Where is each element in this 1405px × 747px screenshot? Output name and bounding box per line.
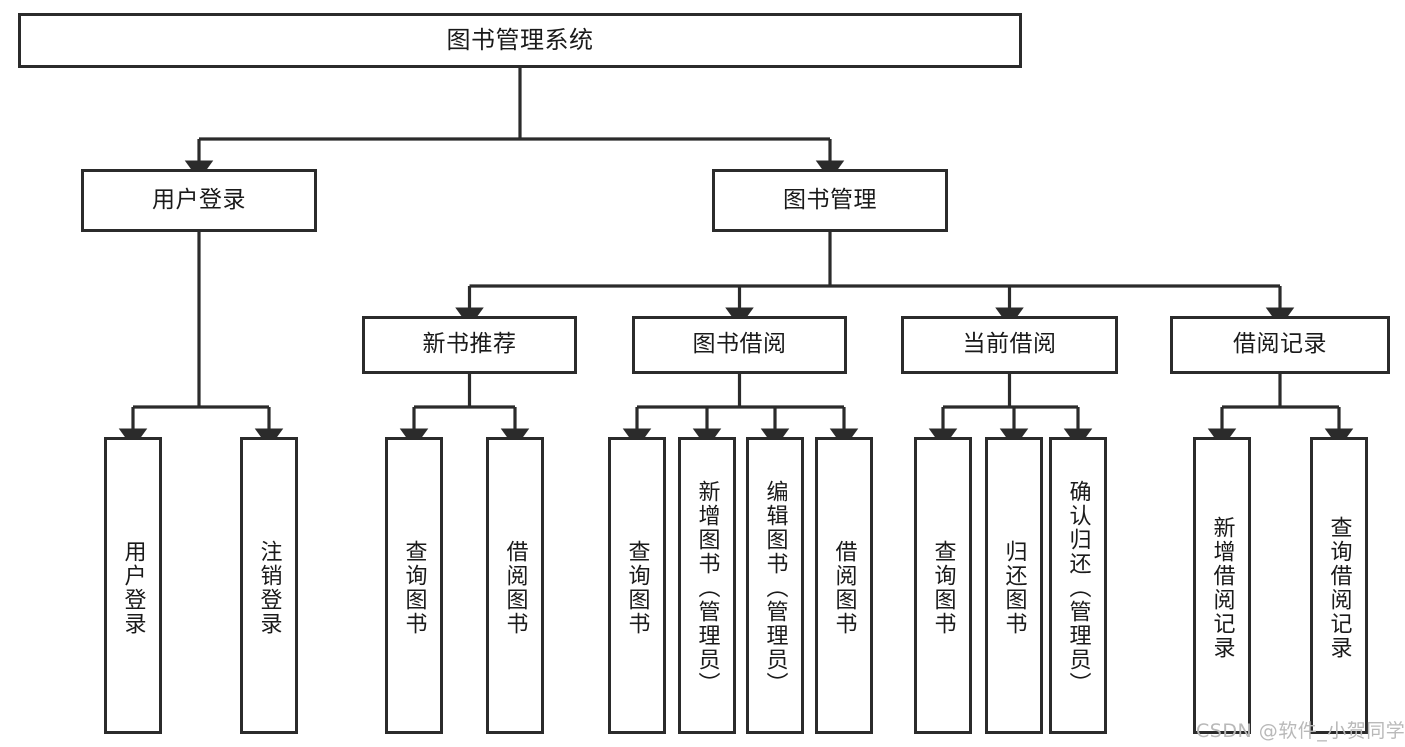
node-label: 注销登录: [256, 539, 282, 636]
node-label: 查询图书: [401, 539, 427, 636]
node-book-borrow[interactable]: 图书借阅: [632, 316, 847, 374]
node-label: 编辑图书（管理员）: [762, 479, 788, 696]
node-book-manage[interactable]: 图书管理: [712, 169, 948, 232]
node-leaf-borrow-book-1[interactable]: 借阅图书: [486, 437, 544, 734]
node-leaf-return-book[interactable]: 归还图书: [985, 437, 1043, 734]
node-leaf-borrow-book-2[interactable]: 借阅图书: [815, 437, 873, 734]
node-leaf-logout[interactable]: 注销登录: [240, 437, 298, 734]
node-label: 当前借阅: [962, 331, 1057, 358]
node-borrow-record[interactable]: 借阅记录: [1170, 316, 1390, 374]
node-label: 查询图书: [624, 539, 650, 636]
node-label: 借阅记录: [1233, 331, 1327, 358]
node-label: 借阅图书: [502, 539, 528, 636]
node-label: 新书推荐: [422, 331, 517, 358]
node-label: 用户登录: [120, 539, 146, 636]
node-label: 图书借阅: [692, 331, 787, 358]
node-root[interactable]: 图书管理系统: [18, 13, 1022, 68]
node-user-login[interactable]: 用户登录: [81, 169, 317, 232]
node-label: 图书管理系统: [446, 26, 594, 55]
node-current-borrow[interactable]: 当前借阅: [901, 316, 1118, 374]
node-leaf-edit-book[interactable]: 编辑图书（管理员）: [746, 437, 804, 734]
node-leaf-query-book-3[interactable]: 查询图书: [914, 437, 972, 734]
node-leaf-user-login[interactable]: 用户登录: [104, 437, 162, 734]
node-leaf-add-book[interactable]: 新增图书（管理员）: [678, 437, 736, 734]
node-label: 借阅图书: [831, 539, 857, 636]
node-leaf-query-book-1[interactable]: 查询图书: [385, 437, 443, 734]
node-leaf-query-book-2[interactable]: 查询图书: [608, 437, 666, 734]
node-leaf-add-record[interactable]: 新增借阅记录: [1193, 437, 1251, 734]
node-label: 用户登录: [152, 186, 246, 213]
node-label: 归还图书: [1001, 539, 1027, 636]
node-leaf-query-record[interactable]: 查询借阅记录: [1310, 437, 1368, 734]
node-label: 新增图书（管理员）: [694, 479, 720, 696]
node-label: 新增借阅记录: [1209, 515, 1235, 660]
node-label: 查询借阅记录: [1326, 515, 1352, 660]
node-label: 确认归还（管理员）: [1065, 479, 1091, 696]
node-leaf-confirm-return[interactable]: 确认归还（管理员）: [1049, 437, 1107, 734]
node-label: 图书管理: [783, 186, 877, 213]
node-new-book-recommend[interactable]: 新书推荐: [362, 316, 577, 374]
node-label: 查询图书: [930, 539, 956, 636]
